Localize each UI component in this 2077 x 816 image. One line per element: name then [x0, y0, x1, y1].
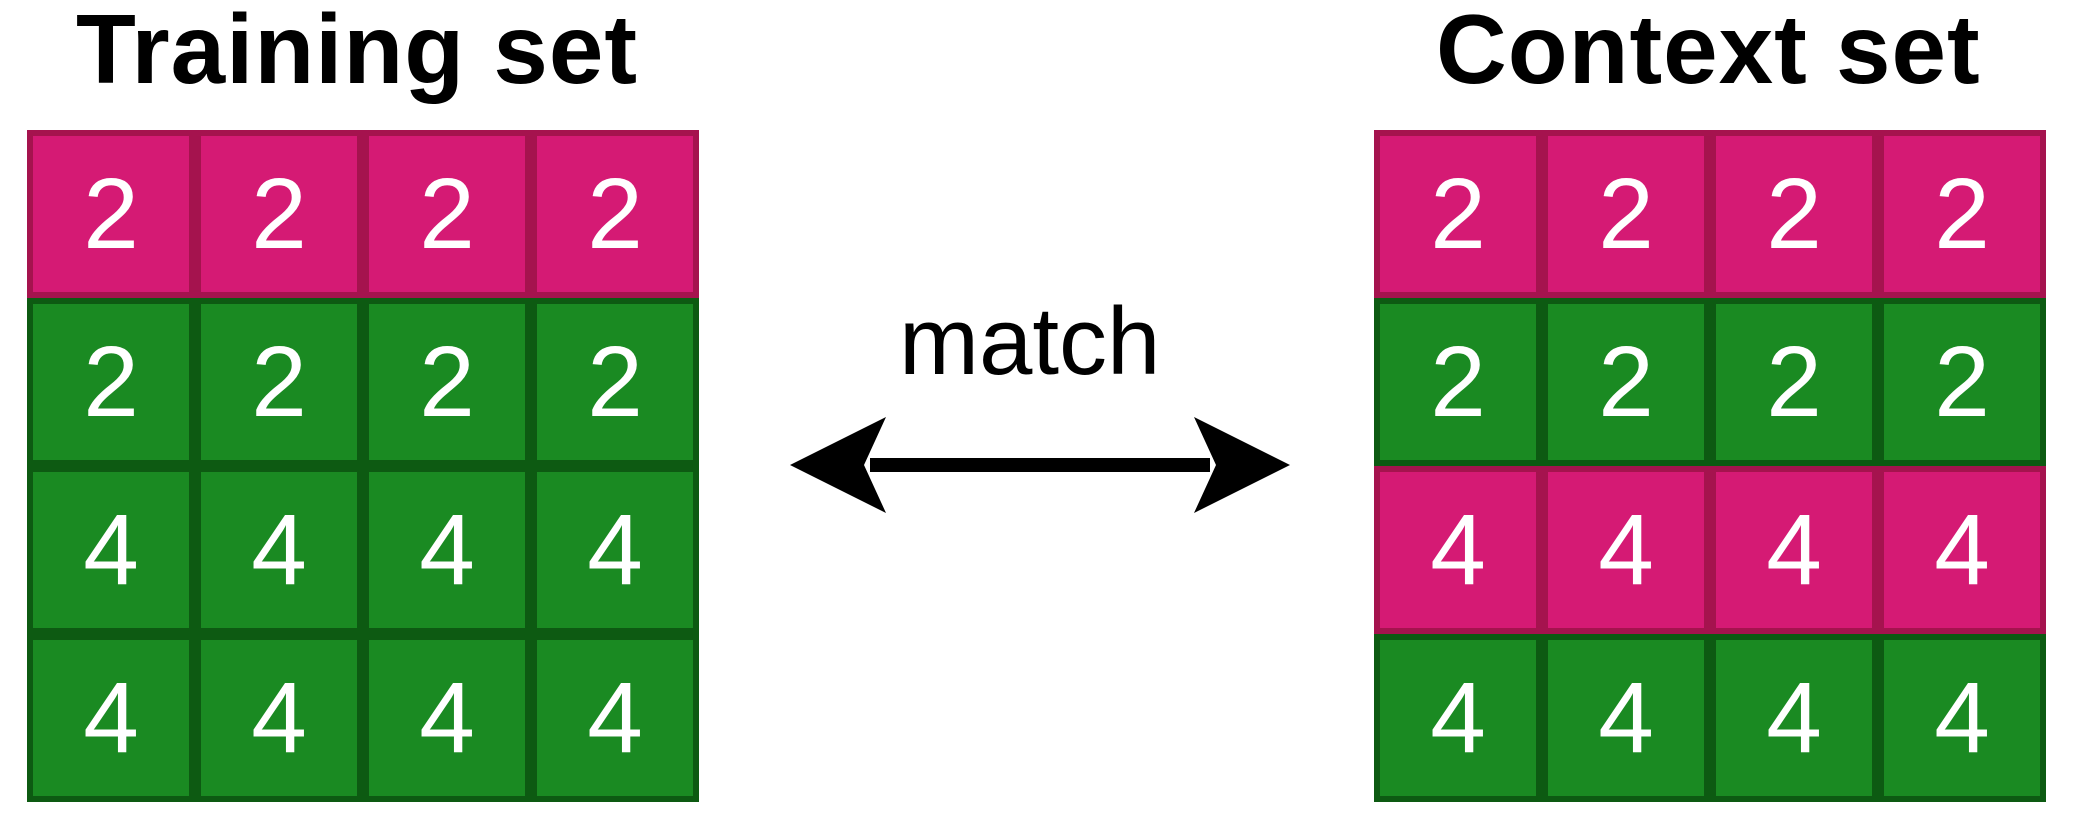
training-set-cell: 2: [531, 130, 699, 298]
training-set-cell: 4: [27, 466, 195, 634]
training-set-cell: 4: [363, 634, 531, 802]
context-set-cell: 2: [1374, 130, 1542, 298]
double-headed-arrow-icon: [790, 417, 1290, 513]
context-set-cell: 2: [1542, 130, 1710, 298]
training-set-cell: 4: [195, 466, 363, 634]
training-set-cell: 4: [195, 634, 363, 802]
training-set-cell: 2: [195, 298, 363, 466]
context-set-cell: 4: [1710, 466, 1878, 634]
training-set-cell: 2: [531, 298, 699, 466]
context-set-cell: 4: [1374, 466, 1542, 634]
training-set-cell: 4: [531, 634, 699, 802]
context-set-title: Context set: [1436, 0, 1981, 104]
training-set-cell: 2: [363, 130, 531, 298]
training-set-cell: 2: [363, 298, 531, 466]
training-set-title: Training set: [76, 0, 639, 104]
context-set-cell: 2: [1878, 130, 2046, 298]
arrow-head-right: [1194, 417, 1290, 513]
training-set-cell: 4: [531, 466, 699, 634]
training-set-cell: 4: [363, 466, 531, 634]
context-set-cell: 2: [1710, 130, 1878, 298]
context-set-cell: 4: [1878, 634, 2046, 802]
context-set-cell: 4: [1542, 466, 1710, 634]
context-set-cell: 2: [1374, 298, 1542, 466]
context-set-cell: 2: [1542, 298, 1710, 466]
context-set-cell: 4: [1710, 634, 1878, 802]
match-label: match: [899, 288, 1161, 395]
context-set-cell: 2: [1710, 298, 1878, 466]
context-set-cell: 4: [1374, 634, 1542, 802]
context-set-cell: 4: [1542, 634, 1710, 802]
training-set-cell: 2: [27, 298, 195, 466]
arrow-head-left: [790, 417, 886, 513]
context-set-cell: 4: [1878, 466, 2046, 634]
training-set-cell: 2: [195, 130, 363, 298]
training-set-cell: 4: [27, 634, 195, 802]
training-set-cell: 2: [27, 130, 195, 298]
context-set-cell: 2: [1878, 298, 2046, 466]
